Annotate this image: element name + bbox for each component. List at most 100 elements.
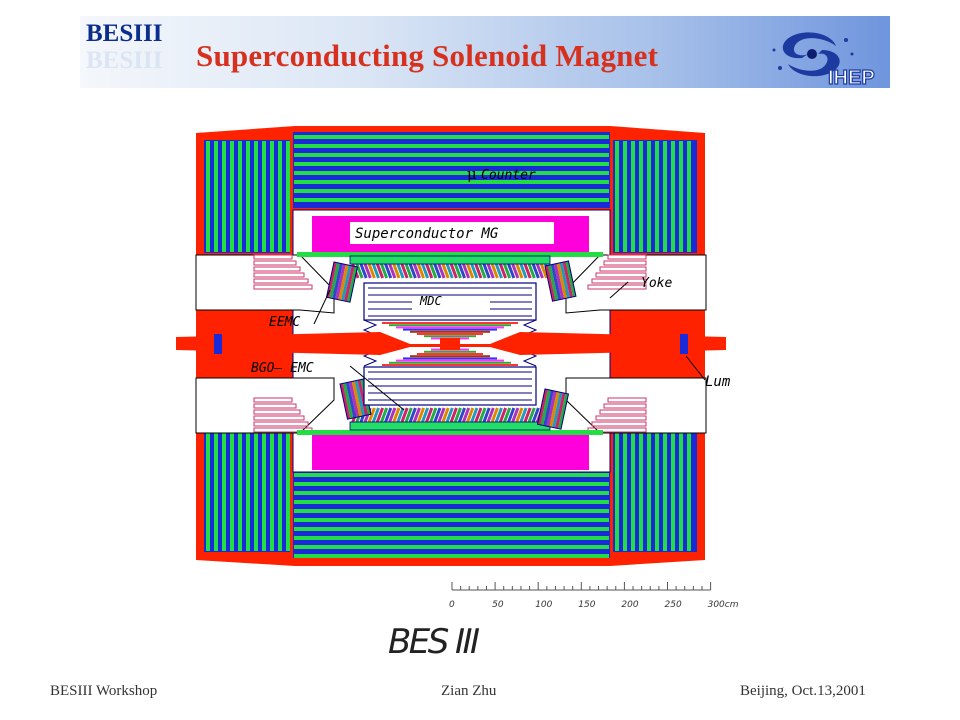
eemc-crystal bbox=[565, 261, 576, 297]
endcap-left-muon-strip bbox=[253, 254, 293, 260]
barrel-emc-crystal bbox=[387, 261, 397, 279]
muon-left-top-strip bbox=[222, 141, 226, 252]
barrel-emc-crystal bbox=[485, 407, 495, 425]
muon-top-strip bbox=[294, 144, 609, 148]
barrel-emc-crystal bbox=[510, 407, 520, 425]
muon-right-top-strip bbox=[631, 141, 635, 252]
mdc-inner-layer bbox=[389, 361, 511, 364]
muon-left-top-strip bbox=[270, 141, 274, 252]
mdc-inner-layer bbox=[424, 350, 476, 353]
barrel-emc-crystal bbox=[440, 261, 450, 279]
barrel-emc-crystal bbox=[453, 261, 462, 279]
muon-right-bottom-strip bbox=[639, 433, 643, 551]
muon-left-bottom-strip bbox=[238, 433, 242, 551]
barrel-emc-crystal bbox=[453, 407, 462, 425]
barrel-emc-crystal bbox=[494, 261, 503, 279]
endcap-left-muon-strip bbox=[253, 403, 297, 409]
diagram-labels: μ Counter Superconductor MG MDC Yoke EEM… bbox=[251, 165, 731, 390]
barrel-emc-crystal bbox=[526, 407, 536, 425]
support-bar-bottom bbox=[297, 430, 603, 435]
muon-right-top-strip bbox=[639, 141, 643, 252]
footer-date: Beijing, Oct.13,2001 bbox=[740, 683, 866, 699]
barrel-emc-crystal bbox=[506, 407, 516, 425]
brand-watermark: BESIII bbox=[86, 47, 163, 74]
barrel-emc-crystal bbox=[391, 407, 401, 425]
eemc-outline bbox=[536, 388, 570, 430]
barrel-emc-crystal bbox=[420, 407, 430, 425]
eemc-crystal bbox=[545, 265, 556, 302]
muon-top-strip bbox=[294, 135, 609, 139]
mdc-inner-layer bbox=[396, 359, 504, 362]
muon-bottom-strip bbox=[294, 500, 609, 504]
beam-pipe bbox=[176, 332, 726, 355]
barrel-emc-crystal bbox=[395, 407, 405, 425]
eemc-crystal bbox=[547, 264, 559, 301]
barrel-emc-crystal bbox=[444, 407, 454, 425]
barrel-emc-crystal bbox=[407, 261, 417, 279]
eemc-crystal bbox=[341, 265, 352, 301]
scale-tick-label: 100 bbox=[535, 600, 552, 610]
eemc-crystal bbox=[340, 383, 351, 420]
muon-bottom-strip bbox=[294, 554, 609, 558]
bgo-leader bbox=[349, 365, 405, 411]
endcap-right-muon-strip bbox=[607, 397, 647, 403]
mdc-inner-layer bbox=[389, 324, 511, 327]
barrel-emc-crystal bbox=[514, 261, 524, 279]
eemc-crystal bbox=[351, 380, 363, 417]
mdc-inner-layer bbox=[396, 326, 504, 329]
endcap-left-muon-strip bbox=[253, 260, 297, 266]
barrel-emc-crystal bbox=[444, 261, 454, 279]
barrel-emc-crystal bbox=[354, 261, 364, 279]
endcap-right-muon-strip bbox=[603, 260, 647, 266]
eemc-crystal bbox=[347, 266, 358, 303]
mdc-inner-layer bbox=[410, 330, 490, 333]
muon-right-bottom-strip bbox=[631, 433, 635, 551]
muon-right-top-strip bbox=[663, 141, 667, 252]
barrel-emc-crystal bbox=[473, 261, 483, 279]
muon-left-bottom-strip bbox=[222, 433, 226, 551]
barrel-emc-crystal bbox=[485, 261, 495, 279]
muon-left-top-strip bbox=[286, 141, 290, 252]
endcap-left-muon-strip bbox=[253, 272, 305, 278]
muon-right-bottom-strip bbox=[623, 433, 627, 551]
muon-right-top-strip bbox=[655, 141, 659, 252]
eemc-crystal bbox=[335, 263, 346, 300]
muon-right-bottom-strip bbox=[615, 433, 619, 551]
muon-bottom-strip bbox=[294, 518, 609, 522]
mdc-inner-layer bbox=[417, 353, 483, 355]
barrel-emc-crystal bbox=[506, 261, 516, 279]
muon-top-strip bbox=[294, 171, 609, 175]
barrel-emc-crystal bbox=[387, 407, 397, 425]
barrel-emc-crystal bbox=[465, 261, 475, 279]
barrel-emc-crystal bbox=[412, 261, 421, 279]
barrel-emc-crystal bbox=[498, 407, 508, 425]
muon-left-top-strip bbox=[278, 141, 282, 252]
barrel-emc-crystal bbox=[432, 407, 442, 425]
muon-right-bottom-strip bbox=[655, 433, 659, 551]
barrel-emc-crystal bbox=[518, 261, 528, 279]
endcap-right-muon-strip bbox=[595, 272, 647, 278]
barrel-emc-crystal bbox=[448, 261, 458, 279]
barrel-emc-crystal bbox=[403, 261, 413, 279]
barrel-emc-crystal bbox=[461, 407, 471, 425]
barrel-emc-crystal bbox=[461, 261, 471, 279]
barrel-emc-crystal bbox=[383, 261, 393, 279]
eemc-crystal bbox=[556, 262, 568, 299]
emc-support-top bbox=[349, 255, 551, 265]
muon-top-strip bbox=[294, 189, 609, 193]
endcap-right-muon-strip bbox=[587, 284, 647, 290]
muon-bottom-strip bbox=[294, 509, 609, 513]
muon-left-bottom-strip bbox=[246, 433, 250, 551]
barrel-emc-crystal bbox=[428, 407, 438, 425]
muon-left-top-strip bbox=[230, 141, 234, 252]
barrel-emc-crystal bbox=[469, 407, 479, 425]
muon-left-top-strip bbox=[254, 141, 258, 252]
lum-monitor-right bbox=[680, 334, 688, 354]
mu-symbol: μ bbox=[467, 165, 477, 183]
barrel-emc-crystal bbox=[416, 407, 426, 425]
eemc-left-top bbox=[325, 261, 359, 303]
barrel-emc-crystal bbox=[526, 261, 536, 279]
logo-swirl bbox=[772, 32, 854, 77]
barrel-emc-crystal bbox=[489, 261, 499, 279]
